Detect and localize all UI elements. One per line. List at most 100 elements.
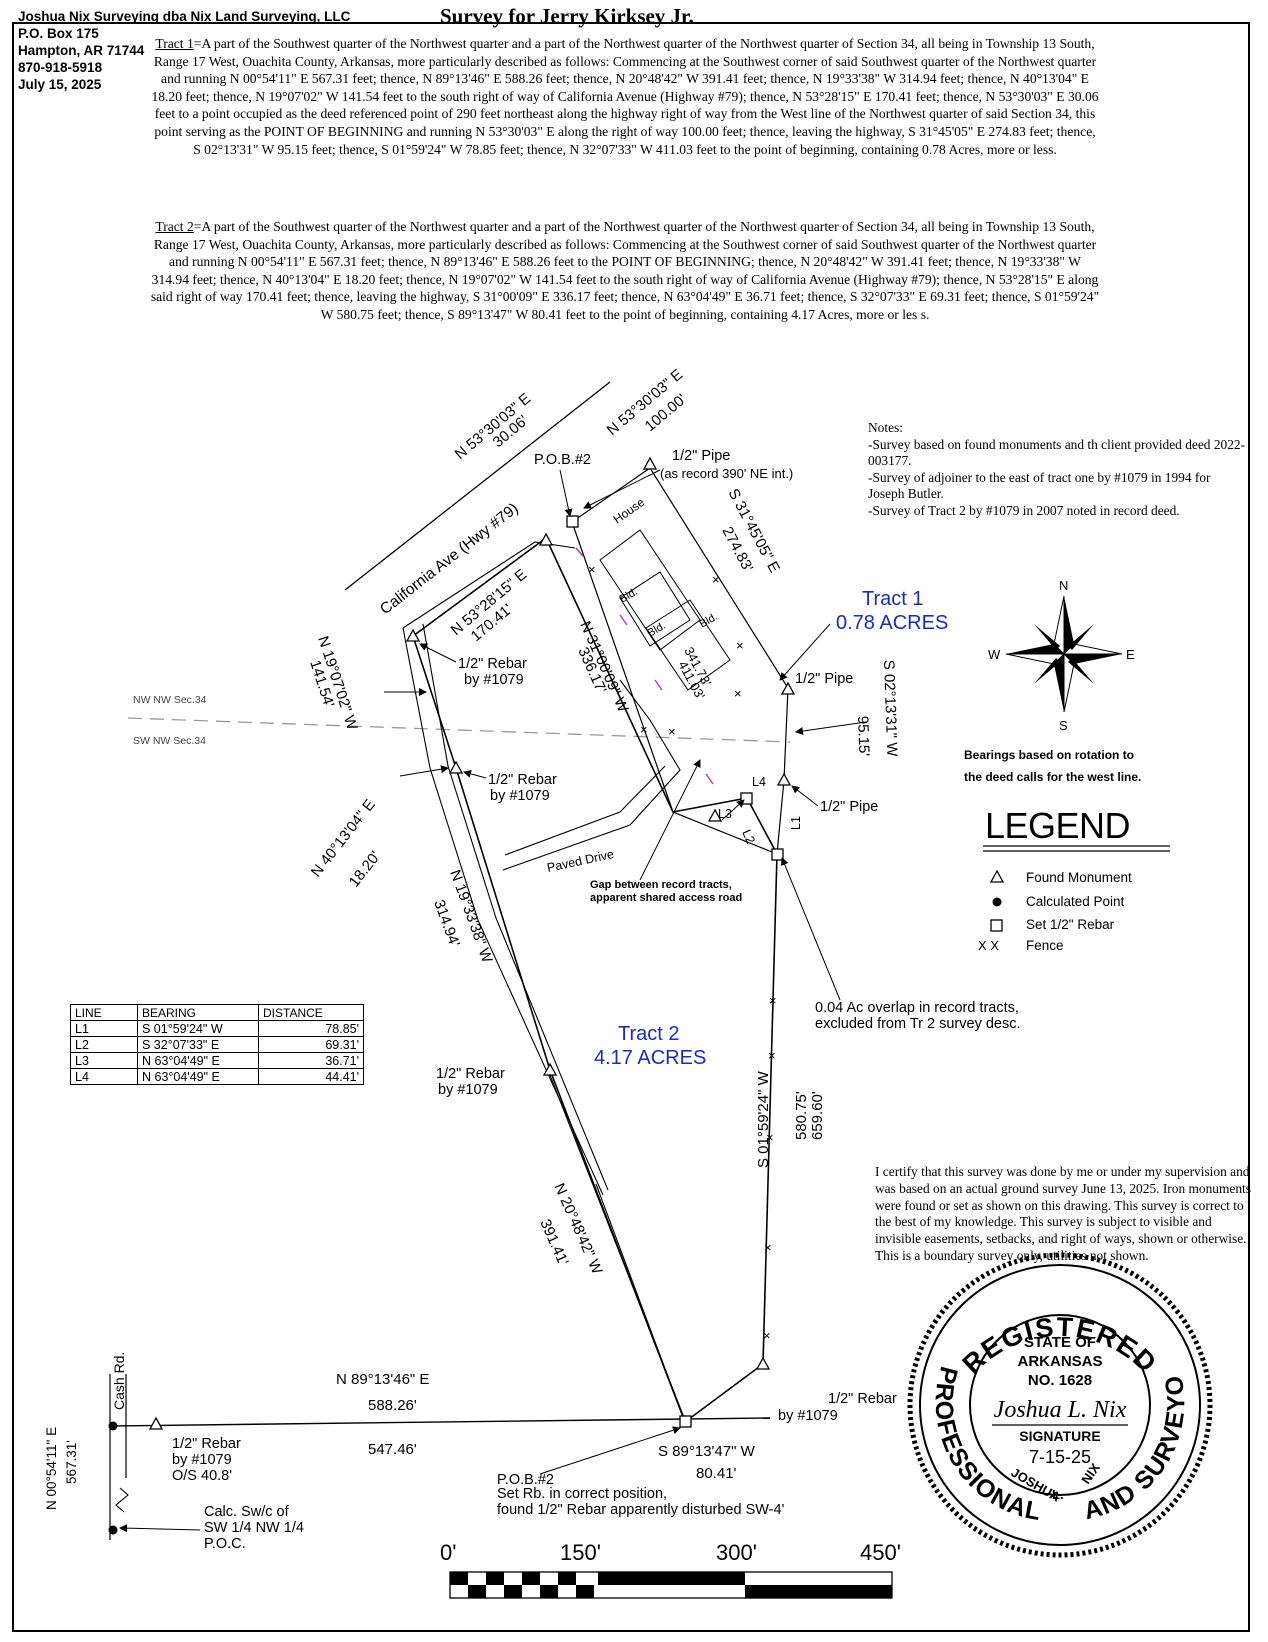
legend-item: Fence: [1026, 938, 1064, 953]
rebar-note: by #1079: [490, 788, 550, 804]
notes-heading: Notes:: [868, 420, 903, 435]
section-line: [127, 717, 791, 743]
svg-text:×: ×: [764, 1240, 772, 1255]
line-label: L4: [752, 775, 766, 789]
fence-marks: ××× ××× ××× ××: [588, 562, 777, 1343]
highway-right-of-way: [344, 381, 611, 591]
overlap-note: 0.04 Ac overlap in record tracts,: [815, 1000, 1019, 1016]
north-arrow-icon: N S E W: [988, 578, 1135, 733]
tract2-boundary: [412, 536, 778, 1424]
compass-n: N: [1059, 578, 1068, 593]
pob2-note: found 1/2" Rebar apparently disturbed SW…: [497, 1502, 785, 1518]
rebar-label: 1/2" Rebar: [828, 1391, 897, 1407]
tract2-area: 4.17 ACRES: [594, 1047, 706, 1069]
svg-text:×: ×: [766, 1130, 774, 1145]
calculated-point: [108, 1421, 118, 1431]
pipe-label: 1/2" Pipe: [672, 448, 730, 464]
notes-block: Notes: -Survey based on found monuments …: [868, 420, 1248, 520]
pipe-label: 1/2" Pipe: [795, 671, 853, 687]
compass-s: S: [1059, 718, 1068, 733]
tract1-desc-text: =A part of the Southwest quarter of the …: [151, 36, 1099, 157]
line-label: L3: [718, 807, 732, 821]
seal-state-1: STATE OF: [1024, 1334, 1096, 1351]
bearing-label: S 89°13'47" W: [658, 1443, 756, 1460]
poc-label: P.O.C.: [204, 1536, 246, 1552]
tract1-area: 0.78 ACRES: [836, 612, 948, 634]
building-outline: [645, 599, 731, 691]
bearing-label: S 02°13'31" W: [880, 660, 900, 758]
road-casing-east: [422, 623, 609, 1191]
legend-item: Set 1/2" Rebar: [1026, 917, 1115, 932]
bearing-label: N 00°54'11" E: [44, 1427, 59, 1510]
legend: LEGEND X X Found Monument Calculated Poi…: [978, 805, 1170, 953]
cash-road-label: Cash Rd.: [111, 1352, 127, 1410]
distance-label: 567.31': [64, 1440, 79, 1484]
svg-text:PROFESSIONAL: PROFESSIONAL: [929, 1364, 1043, 1526]
distance-label: 18.20': [346, 848, 384, 890]
rebar-note: by #1079: [172, 1452, 232, 1468]
south-line: [109, 1417, 771, 1427]
svg-text:×: ×: [769, 993, 777, 1008]
table-row: L1 S 01°59'24" W 78.85': [70, 1020, 364, 1037]
distance-label: 95.15': [854, 716, 872, 757]
legend-item: Found Monument: [1026, 870, 1132, 885]
tract1-description: Tract 1=A part of the Southwest quarter …: [150, 35, 1100, 158]
paved-drive-edge-2: [504, 765, 666, 856]
line-label: L2: [739, 828, 757, 846]
certification-statement: I certify that this survey was done by m…: [875, 1164, 1251, 1263]
bearing-label: N 89°13'46" E: [336, 1371, 429, 1388]
pipe-note: (as record 390' NE int.): [660, 466, 793, 481]
note-item: -Survey based on found monuments and th …: [868, 436, 1246, 469]
pob2-label: P.O.B.#2: [534, 452, 591, 468]
note-item: -Survey of adjoiner to the east of tract…: [868, 469, 1211, 502]
rebar-note: by #1079: [464, 672, 524, 688]
legend-title: LEGEND: [985, 805, 1130, 846]
svg-text:×: ×: [712, 572, 720, 587]
tract1-name: Tract 1: [862, 588, 924, 610]
company-name: Joshua Nix Surveying dba Nix Land Survey…: [18, 9, 351, 24]
svg-text:×: ×: [763, 1328, 771, 1343]
survey-date: July 15, 2025: [18, 77, 102, 92]
legend-item: Calculated Point: [1026, 894, 1125, 909]
seal-number: NO. 1628: [1028, 1372, 1092, 1389]
rebar-note: by #1079: [438, 1082, 498, 1098]
compass-e: E: [1126, 647, 1135, 662]
tract2-desc-label: Tract 2: [155, 219, 194, 234]
pob2-label: P.O.B.#2: [497, 1472, 554, 1488]
seal-signature-label: SIGNATURE: [1019, 1428, 1100, 1444]
svg-text:×: ×: [768, 1048, 776, 1063]
distance-label: 580.75': [793, 1091, 810, 1140]
calculated-point-symbol: [992, 897, 1002, 907]
gap-note: Gap between record tracts,: [590, 879, 732, 891]
svg-text:×: ×: [588, 562, 596, 577]
note-item: -Survey of Tract 2 by #1079 in 2007 note…: [868, 502, 1180, 518]
line-table-header: LINE BEARING DISTANCE: [70, 1004, 364, 1021]
callouts: P.O.B.#2 1/2" Pipe (as record 390' NE in…: [119, 448, 1021, 1552]
tract2-description: Tract 2=A part of the Southwest quarter …: [150, 218, 1100, 324]
tract2-desc-text: =A part of the Southwest quarter of the …: [150, 219, 1100, 322]
seal-state-2: ARKANSAS: [1017, 1353, 1102, 1370]
scale-label: 0': [440, 1540, 456, 1565]
set-rebar-points: [566, 515, 784, 1428]
rebar-label: 1/2" Rebar: [488, 772, 557, 788]
house-outline: [599, 529, 701, 651]
distance-label: 588.26': [368, 1397, 417, 1414]
table-row: L2 S 32°07'33" E 69.31': [70, 1036, 364, 1053]
found-monuments: [148, 456, 796, 1430]
tract1-desc-label: Tract 1: [155, 36, 194, 51]
seal-name-2: L.: [1052, 1487, 1064, 1502]
rebar-label: 1/2" Rebar: [458, 656, 527, 672]
scale-label: 150': [560, 1540, 601, 1565]
rebar-label: 1/2" Rebar: [436, 1066, 505, 1082]
house-label: House: [611, 495, 648, 527]
nw-nw-label: NW NW Sec.34: [133, 694, 207, 706]
company-address-1: P.O. Box 175: [18, 26, 99, 41]
rebar-label: 1/2" Rebar: [172, 1436, 241, 1452]
gap-note: apparent shared access road: [590, 892, 742, 904]
bearing-label: S 01°59'24" W: [755, 1070, 772, 1168]
road-casing-west: [402, 627, 604, 1196]
drawing-frame: [12, 22, 1250, 1632]
poc-label: Calc. Sw/c of: [204, 1504, 290, 1520]
line-label: L1: [789, 816, 803, 830]
svg-text:×: ×: [736, 638, 744, 653]
